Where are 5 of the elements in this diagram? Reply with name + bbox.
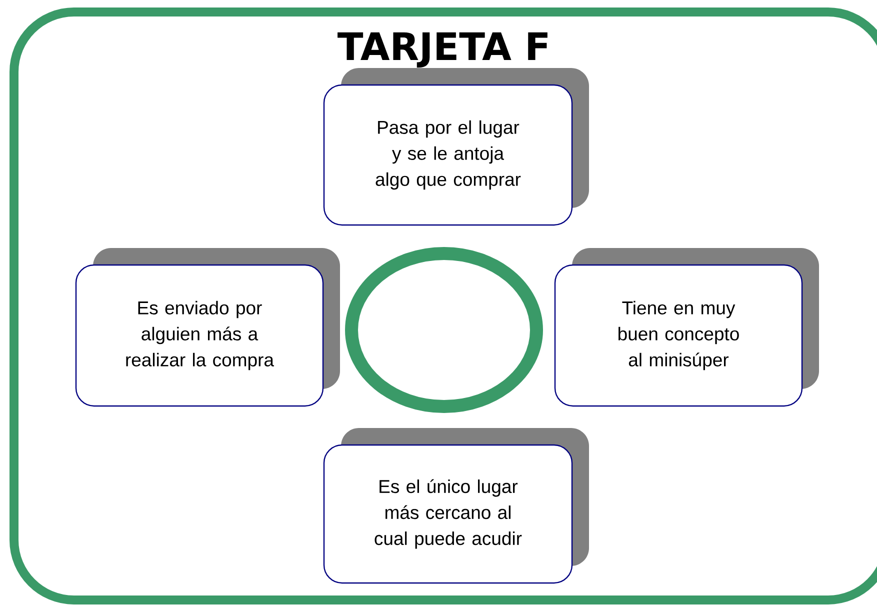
shadowed-text-box: Es enviado por alguien más a realizar la compra bbox=[75, 248, 340, 407]
shadowed-text-box: Es el único lugar más cercano al cual puede acudir bbox=[323, 428, 589, 584]
shadowed-text-box: Pasa por el lugar y se le antoja algo que comprar bbox=[323, 68, 589, 226]
ring bbox=[345, 247, 543, 413]
shadowed-text-box: Tiene en muy buen concepto al minisúper bbox=[554, 248, 819, 407]
